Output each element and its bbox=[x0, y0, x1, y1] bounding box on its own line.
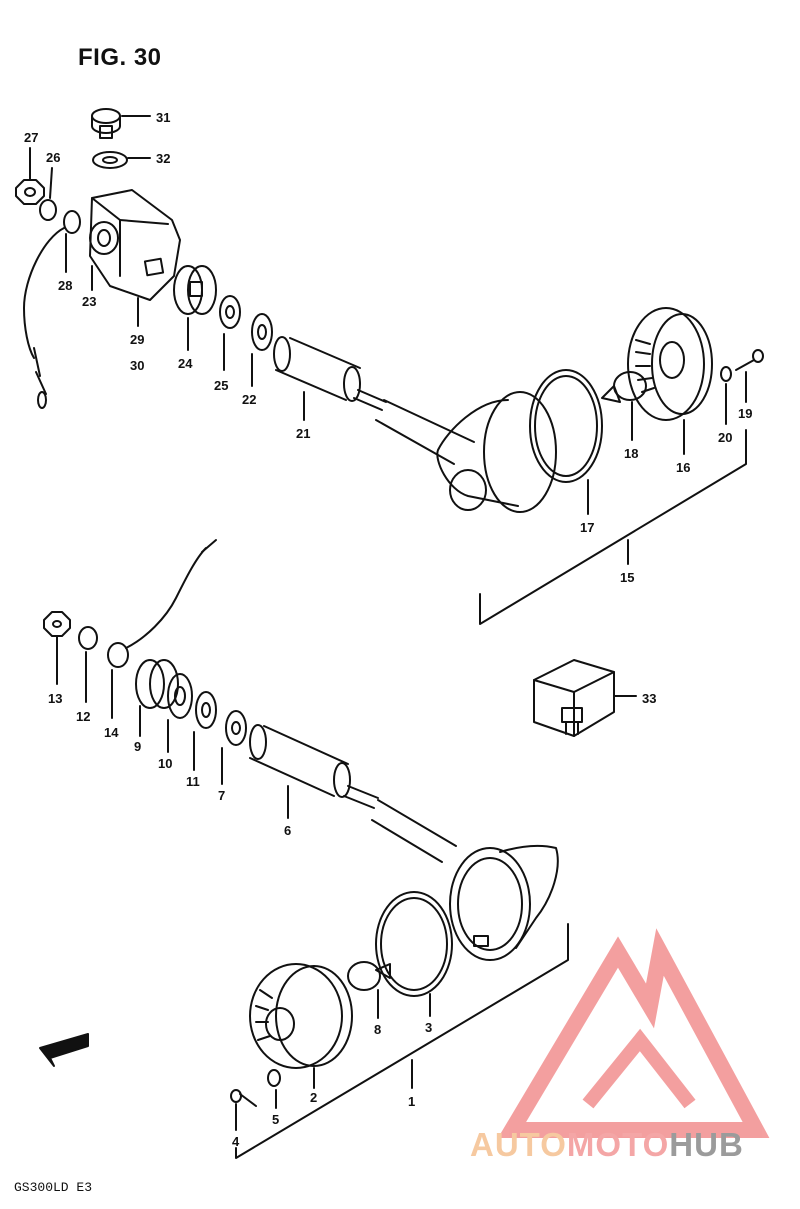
callout-21: 21 bbox=[296, 426, 310, 441]
callout-18: 18 bbox=[624, 446, 638, 461]
fwd-arrow-icon bbox=[39, 1033, 89, 1067]
assembly-bracket-1 bbox=[235, 923, 569, 1159]
nut-27 bbox=[15, 179, 45, 205]
callout-6: 6 bbox=[284, 823, 291, 838]
watermark-moto: MOTO bbox=[566, 1126, 670, 1163]
callout-2: 2 bbox=[310, 1090, 317, 1105]
callout-14: 14 bbox=[104, 725, 119, 740]
callout-29: 29 bbox=[130, 332, 144, 347]
watermark-text: AUTOMOTOHUB bbox=[470, 1126, 744, 1164]
screw-4 bbox=[230, 1089, 257, 1107]
callout-4: 4 bbox=[232, 1134, 240, 1149]
washer-5 bbox=[267, 1069, 281, 1087]
watermark-hub: HUB bbox=[669, 1126, 744, 1163]
lens-16 bbox=[627, 307, 713, 421]
callout-3: 3 bbox=[425, 1020, 432, 1035]
callout-13: 13 bbox=[48, 691, 62, 706]
callout-10: 10 bbox=[158, 756, 172, 771]
callout-8: 8 bbox=[374, 1022, 381, 1037]
nut-13 bbox=[43, 611, 71, 637]
callout-16: 16 bbox=[676, 460, 690, 475]
gasket-17 bbox=[529, 369, 603, 483]
washer-11 bbox=[195, 691, 217, 729]
callout-5: 5 bbox=[272, 1112, 279, 1127]
callout-23: 23 bbox=[82, 294, 96, 309]
stem-21 bbox=[273, 336, 387, 411]
callout-7: 7 bbox=[218, 788, 225, 803]
watermark-logo bbox=[497, 928, 770, 1138]
bulb-18 bbox=[601, 371, 647, 403]
callout-11: 11 bbox=[186, 774, 200, 789]
callout-19: 19 bbox=[738, 406, 752, 421]
bracket-29 bbox=[89, 189, 181, 301]
callout-24: 24 bbox=[178, 356, 193, 371]
callout-32: 32 bbox=[156, 151, 170, 166]
callout-28: 28 bbox=[58, 278, 72, 293]
callout-12: 12 bbox=[76, 709, 90, 724]
model-code: GS300LD E3 bbox=[14, 1180, 93, 1195]
signal-arm-front bbox=[371, 799, 457, 863]
relay-33 bbox=[533, 659, 615, 737]
callout-33: 33 bbox=[642, 691, 656, 706]
callout-15: 15 bbox=[620, 570, 634, 585]
bolt-31 bbox=[91, 108, 121, 139]
gasket-3 bbox=[375, 891, 453, 997]
stem-6 bbox=[249, 724, 379, 809]
callout-9: 9 bbox=[134, 739, 141, 754]
lockwasher-7 bbox=[225, 710, 247, 746]
callout-22: 22 bbox=[242, 392, 256, 407]
callout-30: 30 bbox=[130, 358, 144, 373]
washer-20 bbox=[720, 366, 732, 382]
signal-arm bbox=[375, 399, 475, 465]
lockwasher-22 bbox=[251, 313, 273, 351]
bulb-8 bbox=[347, 961, 391, 991]
callout-25: 25 bbox=[214, 378, 228, 393]
housing-15 bbox=[436, 391, 557, 513]
housing-front bbox=[449, 844, 559, 961]
damper-10 bbox=[167, 673, 193, 719]
washer-26 bbox=[39, 199, 57, 221]
grommet-24 bbox=[173, 265, 217, 315]
callout-27: 27 bbox=[24, 130, 38, 145]
ground-wire-14 bbox=[107, 539, 217, 668]
lens-2 bbox=[249, 963, 353, 1069]
watermark-auto: AUTO bbox=[470, 1126, 567, 1163]
callout-26: 26 bbox=[46, 150, 60, 165]
figure-title: FIG. 30 bbox=[78, 44, 162, 71]
callout-20: 20 bbox=[718, 430, 732, 445]
callout-1: 1 bbox=[408, 1094, 415, 1109]
ground-wire-28 bbox=[23, 210, 81, 409]
screw-19 bbox=[735, 349, 764, 371]
callout-31: 31 bbox=[156, 110, 170, 125]
assembly-bracket-15 bbox=[479, 429, 747, 625]
callout-17: 17 bbox=[580, 520, 594, 535]
washer-25 bbox=[219, 295, 241, 329]
grommet-9 bbox=[135, 659, 179, 709]
washer-32 bbox=[92, 151, 128, 169]
washer-12 bbox=[78, 626, 98, 650]
